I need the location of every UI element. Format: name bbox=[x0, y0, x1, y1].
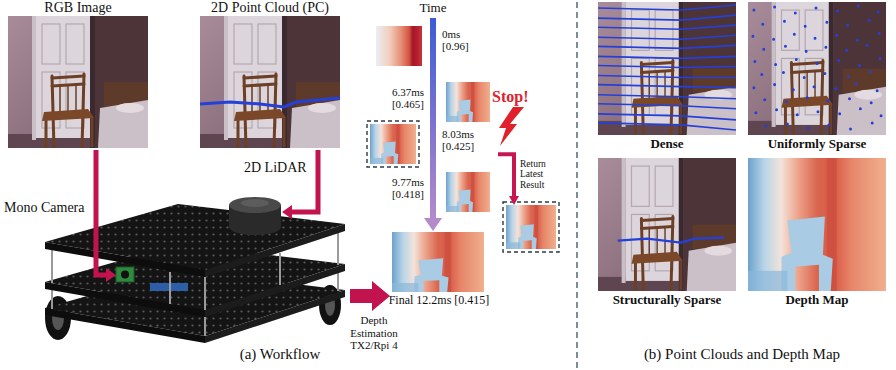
svg-line bbox=[169, 272, 171, 304]
svg-use bbox=[446, 82, 490, 122]
point-cloud-images bbox=[598, 2, 886, 291]
timestamp-label: 8.03ms [0.425] bbox=[442, 128, 482, 152]
svg-path bbox=[96, 150, 106, 275]
sensor-label: 2D LiDAR bbox=[244, 160, 307, 176]
svg-polygon bbox=[350, 281, 390, 311]
svg-use bbox=[392, 232, 484, 292]
arrowhead bbox=[509, 196, 519, 205]
svg-use bbox=[8, 16, 148, 148]
svg-rect bbox=[430, 18, 436, 220]
image-frame bbox=[598, 2, 736, 135]
image-panel: 2D Point Cloud (PC) bbox=[200, 0, 340, 148]
depth-thumbnail: 0ms [0.96] bbox=[372, 24, 484, 70]
image-title: Dense bbox=[598, 135, 736, 152]
final-depth: Final 12.2ms [0.415] bbox=[380, 232, 498, 310]
svg-use bbox=[506, 205, 556, 249]
image-title: RGB Image bbox=[8, 0, 148, 16]
svg-circle bbox=[121, 271, 129, 279]
stop-signal: Stop! bbox=[492, 88, 528, 106]
svg-line bbox=[279, 253, 281, 285]
svg-line bbox=[204, 277, 206, 310]
thumbnail bbox=[376, 26, 422, 66]
input-images bbox=[8, 16, 340, 148]
depth-thumbnail: 8.03ms [0.425] bbox=[366, 122, 498, 168]
svg-rect bbox=[503, 202, 559, 252]
image-title: 2D Point Cloud (PC) bbox=[200, 0, 340, 16]
svg-line bbox=[337, 231, 339, 265]
image-frame bbox=[200, 16, 340, 148]
svg-line bbox=[51, 290, 53, 309]
process-label: Depth Estimation TX2/Rpi 4 bbox=[343, 314, 405, 352]
image-frame bbox=[598, 158, 736, 291]
thumbnail bbox=[446, 172, 490, 212]
svg-polygon bbox=[45, 282, 205, 317]
axis-title: Time bbox=[413, 1, 453, 16]
svg-ellipse bbox=[229, 197, 281, 213]
svg-use bbox=[753, 6, 881, 129]
image-title: Depth Map bbox=[748, 291, 886, 308]
svg-use bbox=[748, 158, 886, 291]
image-title: Uniformly Sparse bbox=[748, 135, 886, 152]
timestamp-label: Return Latest Result bbox=[520, 159, 560, 190]
svg-use bbox=[446, 172, 490, 212]
svg-polygon bbox=[106, 268, 116, 282]
timeline bbox=[367, 18, 559, 292]
subfigure-caption: (a) Workflow bbox=[180, 346, 380, 363]
thumbnail bbox=[506, 205, 556, 249]
svg-use bbox=[598, 5, 736, 130]
image-panel: Dense bbox=[598, 2, 736, 152]
svg-use bbox=[748, 2, 886, 135]
returned-depth: Return Latest Result bbox=[506, 205, 556, 249]
image-frame bbox=[748, 158, 886, 291]
connector-arrow bbox=[498, 154, 519, 205]
svg-line bbox=[204, 317, 206, 336]
timestamp-label: Final 12.2ms [0.415] bbox=[380, 294, 498, 307]
svg-line bbox=[337, 272, 339, 291]
image-panel: Depth Map bbox=[748, 158, 886, 308]
image-panel: Uniformly Sparse bbox=[748, 2, 886, 152]
panel-divider bbox=[576, 2, 578, 368]
subfigure-caption: (b) Point Clouds and Depth Map bbox=[592, 346, 892, 363]
svg-path bbox=[292, 150, 318, 212]
svg-use bbox=[370, 124, 416, 164]
thumbnail bbox=[446, 82, 490, 122]
svg-use bbox=[200, 98, 340, 107]
svg-use bbox=[376, 26, 422, 66]
thumbnail bbox=[370, 124, 416, 164]
svg-use bbox=[618, 238, 724, 243]
image-frame bbox=[748, 2, 886, 135]
timestamp-label: 0ms [0.96] bbox=[442, 28, 482, 52]
svg-use bbox=[598, 158, 736, 291]
svg-rect bbox=[116, 267, 134, 282]
svg-rect bbox=[367, 121, 419, 167]
svg-polygon bbox=[45, 242, 205, 277]
image-panel: RGB Image bbox=[8, 0, 148, 148]
timestamp-label: 9.77ms [0.418] bbox=[372, 176, 424, 200]
svg-polygon bbox=[45, 308, 205, 343]
depth-thumbnail: 9.77ms [0.418] bbox=[372, 170, 492, 216]
thumbnail bbox=[392, 232, 484, 292]
svg-use bbox=[598, 2, 736, 135]
sensor-label: Mono Camera bbox=[4, 200, 84, 216]
svg-polygon bbox=[205, 264, 345, 317]
svg-polygon bbox=[499, 107, 524, 146]
svg-ellipse bbox=[241, 199, 269, 207]
image-title: Structurally Sparse bbox=[598, 291, 736, 308]
robot bbox=[45, 197, 345, 343]
svg-line bbox=[51, 249, 53, 283]
svg-polygon bbox=[282, 205, 292, 219]
svg-use bbox=[200, 16, 340, 148]
image-frame bbox=[8, 16, 148, 148]
connector-line bbox=[498, 154, 514, 197]
svg-polygon bbox=[424, 218, 442, 231]
depth-thumbnail: 6.37ms [0.465] bbox=[372, 80, 492, 126]
svg-ellipse bbox=[229, 219, 281, 235]
timestamp-label: 6.37ms [0.465] bbox=[372, 86, 424, 110]
image-panel: Structurally Sparse bbox=[598, 158, 736, 308]
sensor-arrows bbox=[96, 150, 390, 311]
